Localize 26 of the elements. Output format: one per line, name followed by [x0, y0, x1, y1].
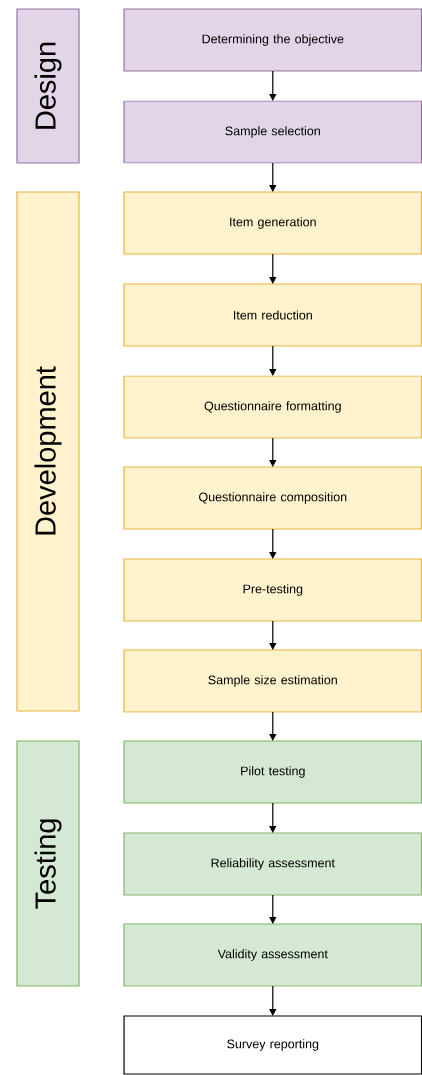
process-box: Sample selection: [123, 100, 422, 164]
process-box: Pilot testing: [123, 740, 422, 804]
arrow: [269, 345, 277, 376]
phase-band: Development: [16, 191, 80, 712]
process-box: Item generation: [123, 191, 422, 255]
process-box: Reliability assessment: [123, 832, 422, 896]
phase-band: Testing: [16, 740, 80, 987]
arrow: [269, 253, 277, 284]
arrow: [269, 70, 277, 101]
process-box: Item reduction: [123, 283, 422, 347]
arrow: [269, 802, 277, 833]
arrow: [269, 528, 277, 559]
process-box: Validity assessment: [123, 923, 422, 987]
process-box: Pre-testing: [123, 558, 422, 622]
process-box: Sample size estimation: [123, 649, 422, 713]
arrow: [269, 711, 277, 741]
arrow: [269, 894, 277, 924]
process-box: Questionnaire composition: [123, 466, 422, 530]
arrow: [269, 162, 277, 192]
arrow: [269, 437, 277, 467]
arrow: [269, 620, 277, 650]
process-box: Determining the objective: [123, 8, 422, 72]
arrow: [269, 985, 277, 1016]
process-box: Questionnaire formatting: [123, 375, 422, 439]
phase-band: Design: [16, 8, 80, 164]
process-box: Survey reporting: [123, 1015, 422, 1075]
